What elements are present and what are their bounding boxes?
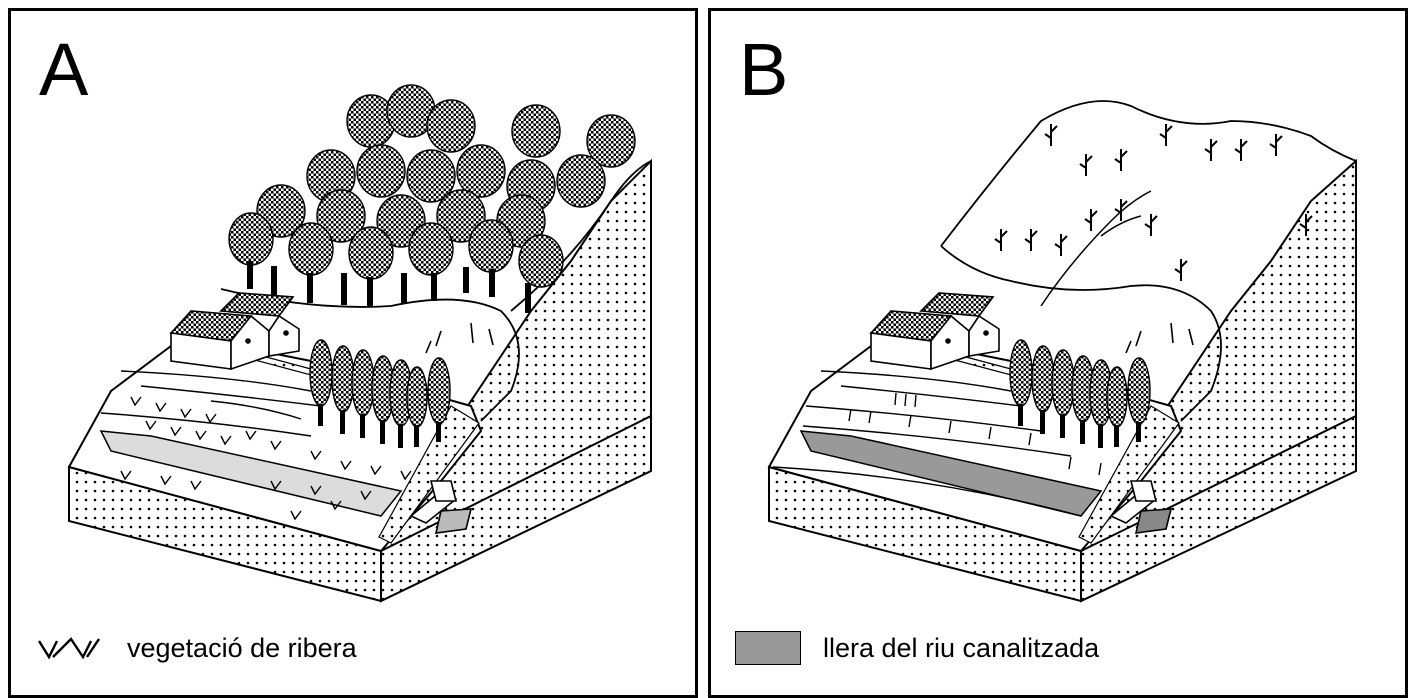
legend-label: vegetació de ribera: [127, 632, 357, 663]
panel-b: B: [708, 8, 1408, 698]
landscape-block-diagram-b: [767, 100, 1357, 603]
farmhouse: [169, 292, 300, 371]
river-channel: [99, 430, 403, 517]
embankment-ticks: [848, 392, 1102, 476]
canalized-river-channel: [799, 430, 1103, 517]
panel-letter: A: [39, 28, 89, 111]
poplar-row: [1009, 339, 1151, 428]
forest-trunks: [247, 261, 531, 313]
slope-ticks: [1125, 322, 1194, 354]
landscape-block-diagram-a: [67, 84, 652, 603]
riparian-vegetation-symbol: [37, 637, 100, 660]
poplar-trunks: [318, 404, 441, 448]
legend-label: llera del riu canalitzada: [823, 632, 1100, 663]
farmhouse: [869, 292, 1000, 371]
panel-letter: B: [739, 28, 789, 111]
legend: vegetació de ribera: [35, 631, 357, 665]
bridge: [409, 480, 473, 534]
riparian-vegetation: [120, 396, 412, 521]
poplar-trunks: [1018, 404, 1141, 448]
gray-swatch: [735, 631, 801, 665]
forest: [228, 84, 636, 288]
burnt-trees: [994, 124, 1313, 281]
slope-ticks: [425, 322, 494, 354]
legend: llera del riu canalitzada: [735, 631, 1099, 665]
bridge: [1109, 480, 1173, 534]
panel-a: A: [8, 8, 698, 698]
